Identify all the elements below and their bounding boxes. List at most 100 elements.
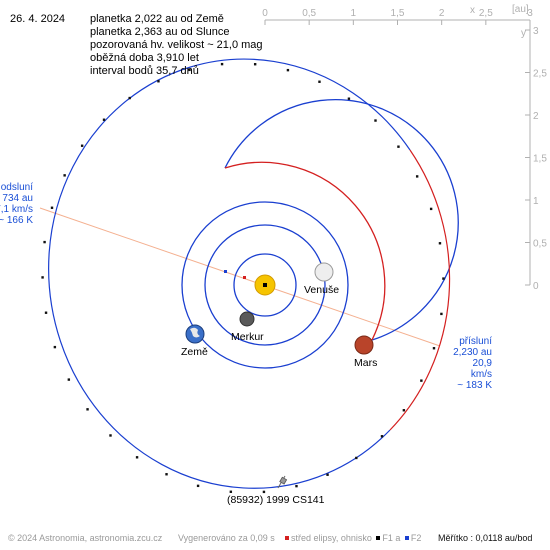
aphelion-distance: 734 au bbox=[2, 193, 33, 204]
legend-center-text: střed elipsy, ohnisko bbox=[291, 533, 372, 543]
asteroid-orbit-point bbox=[43, 240, 46, 244]
x-tick-label: 1,5 bbox=[391, 8, 405, 19]
asteroid-orbit-point bbox=[347, 97, 351, 100]
perihelion-temp: ~ 183 K bbox=[457, 380, 492, 391]
footer-scale: Měřítko : 0,0118 au/bod bbox=[438, 533, 533, 543]
apsis-line bbox=[39, 207, 441, 347]
asteroid-orbit-point bbox=[63, 174, 66, 177]
venus-label: Venuše bbox=[304, 284, 339, 296]
y-tick-label: 2 bbox=[533, 111, 539, 122]
asteroid-orbit-point bbox=[196, 484, 200, 488]
info-point-interval: interval bodů 35,7 dnů bbox=[90, 65, 199, 77]
footer-legend: střed elipsy, ohnisko F1 a F2 bbox=[283, 533, 421, 543]
asteroid-orbit-point bbox=[318, 80, 321, 83]
ellipse-center-marker bbox=[243, 276, 246, 279]
footer-copyright: © 2024 Astronomia, astronomia.zcu.cz bbox=[8, 533, 163, 543]
info-sun-distance: planetka 2,363 au od Slunce bbox=[90, 26, 230, 38]
center-legend-marker bbox=[285, 536, 289, 541]
asteroid-orbit-point bbox=[157, 80, 160, 83]
f1-legend-marker bbox=[376, 536, 381, 541]
asteroid-orbit-point bbox=[295, 484, 298, 488]
asteroid-orbit-point bbox=[442, 277, 445, 280]
earth-land bbox=[190, 327, 200, 338]
asteroid-orbit-point bbox=[165, 473, 168, 476]
date-label: 26. 4. 2024 bbox=[10, 13, 66, 25]
y-tick-label: 3 bbox=[533, 26, 539, 37]
y-tick-label: 1,5 bbox=[533, 154, 547, 165]
mars-label: Mars bbox=[354, 357, 377, 369]
x-tick-label: 2,5 bbox=[479, 8, 493, 19]
mercury-planet bbox=[239, 311, 255, 327]
perihelion-title: přísluní bbox=[459, 336, 492, 347]
asteroid-orbit-point bbox=[41, 276, 44, 279]
asteroid-orbit-point bbox=[415, 175, 419, 178]
y-axis-name: y bbox=[521, 28, 526, 39]
info-period: oběžná doba 3,910 let bbox=[90, 52, 199, 64]
mars-orbit-blue bbox=[224, 98, 459, 341]
asteroid-orbit-point bbox=[135, 456, 139, 459]
y-axis: 32,521,510,50 bbox=[525, 20, 547, 292]
asteroid-orbit-point bbox=[86, 408, 89, 411]
venus-orbit bbox=[204, 224, 326, 346]
x-tick-label: 0,5 bbox=[302, 8, 316, 19]
earth-label: Země bbox=[181, 346, 208, 358]
x-tick-label: 3 bbox=[527, 8, 533, 19]
asteroid-marker bbox=[279, 476, 288, 485]
asteroid-orbit-point bbox=[326, 473, 329, 476]
asteroid-orbit-point bbox=[438, 242, 442, 245]
asteroid-orbit-points bbox=[41, 62, 445, 494]
mars-planet bbox=[354, 335, 374, 355]
aphelion-label: odsluní 734 au 7,1 km/s ~ 166 K bbox=[0, 182, 33, 226]
earth-orbit bbox=[181, 201, 349, 369]
perihelion-label: přísluní 2,230 au 20,9 km/s ~ 183 K bbox=[450, 336, 492, 391]
x-tick-label: 2 bbox=[439, 8, 445, 19]
y-tick-label: 1 bbox=[533, 196, 539, 207]
y-tick-label: 0,5 bbox=[533, 239, 547, 250]
legend-f2-text: F2 bbox=[410, 533, 422, 543]
sun-center-marker bbox=[263, 283, 267, 287]
perihelion-distance: 2,230 au bbox=[453, 347, 492, 358]
asteroid-orbit-point bbox=[402, 409, 406, 412]
asteroid-orbit-point bbox=[253, 63, 257, 66]
asteroid-orbit-point bbox=[67, 378, 71, 381]
asteroid-orbit-point bbox=[380, 435, 384, 438]
axis-unit-label: [au] bbox=[512, 4, 529, 15]
info-earth-distance: planetka 2,022 au od Země bbox=[90, 13, 224, 25]
asteroid-orbit-point bbox=[188, 68, 191, 72]
info-block: planetka 2,022 au od Země planetka 2,363… bbox=[90, 13, 263, 78]
asteroid-orbit-point bbox=[109, 434, 112, 437]
asteroid-orbit-point bbox=[50, 206, 54, 209]
perihelion-speed: 20,9 km/s bbox=[470, 358, 492, 380]
focus-f2-marker bbox=[224, 270, 227, 273]
venus-planet bbox=[314, 262, 334, 282]
x-axis-name: x bbox=[470, 5, 475, 16]
asteroid-orbit-blue bbox=[48, 58, 411, 489]
asteroid-orbit-point bbox=[262, 490, 266, 494]
asteroid-orbit-point bbox=[374, 119, 377, 122]
asteroid-orbit-point bbox=[429, 207, 433, 211]
asteroid-orbit-point bbox=[128, 96, 131, 100]
asteroid-label: (85932) 1999 CS141 bbox=[227, 494, 325, 506]
aphelion-speed: 7,1 km/s bbox=[0, 204, 33, 215]
asteroid-orbit-point bbox=[53, 345, 57, 349]
asteroid-orbit-point bbox=[440, 312, 443, 316]
legend-f1-text: F1 a bbox=[382, 533, 401, 543]
asteroid-orbit-red bbox=[389, 149, 451, 431]
asteroid-orbit-point bbox=[229, 490, 233, 493]
mercury-label: Merkur bbox=[231, 331, 264, 343]
asteroid-orbit-point bbox=[220, 62, 224, 66]
x-tick-label: 0 bbox=[262, 8, 268, 19]
aphelion-temp: ~ 166 K bbox=[0, 215, 33, 226]
aphelion-title: odsluní bbox=[0, 182, 33, 193]
asteroid-orbit-point bbox=[286, 68, 290, 72]
asteroid-orbit-point bbox=[432, 347, 436, 350]
info-magnitude: pozorovaná hv. velikost ~ 21,0 mag bbox=[90, 39, 263, 51]
asteroid-orbit-point bbox=[355, 456, 358, 460]
f2-legend-marker bbox=[404, 536, 409, 541]
footer-generated: Vygenerováno za 0,09 s bbox=[178, 533, 275, 543]
asteroid-orbit-point bbox=[80, 144, 84, 147]
asteroid-orbit-point bbox=[420, 379, 423, 382]
y-tick-label: 0 bbox=[533, 281, 539, 292]
